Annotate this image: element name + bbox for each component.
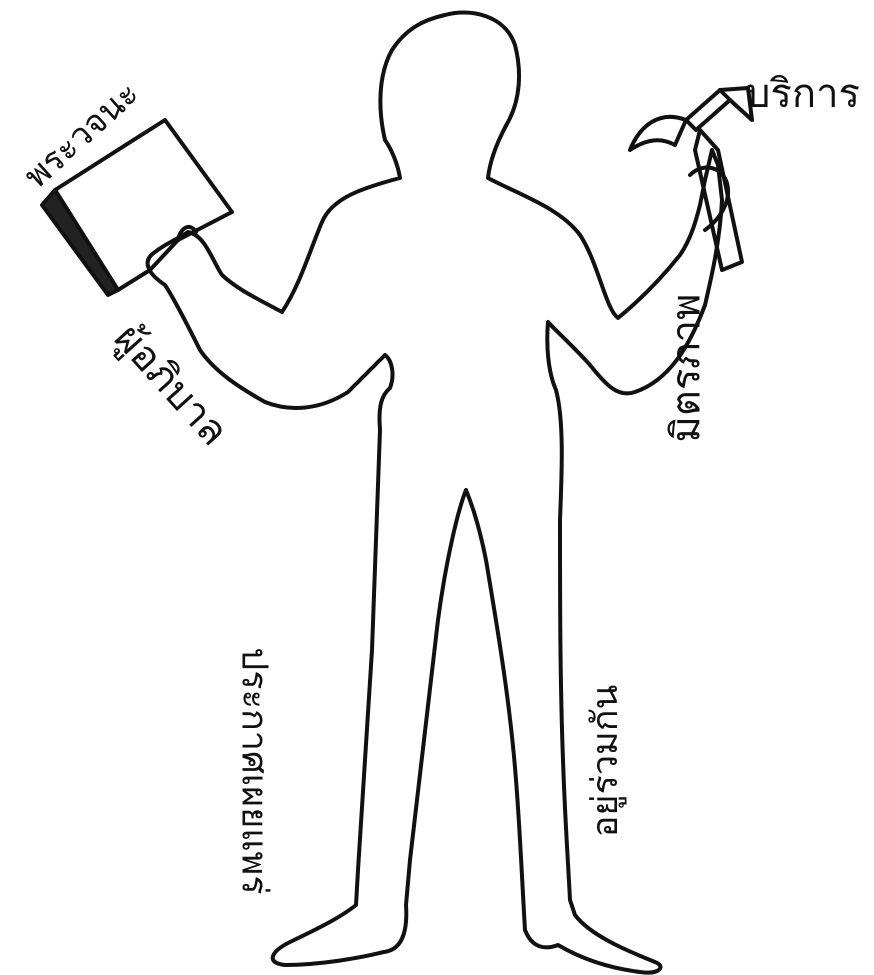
label-service: บริการ	[745, 74, 860, 114]
label-fellowship: มิตรภาพ	[667, 293, 707, 442]
label-preaching: ประกาศเผยแพร่	[236, 647, 272, 894]
hammer-icon	[630, 88, 752, 270]
label-living: อยู่ร่วมกัน	[588, 685, 624, 837]
